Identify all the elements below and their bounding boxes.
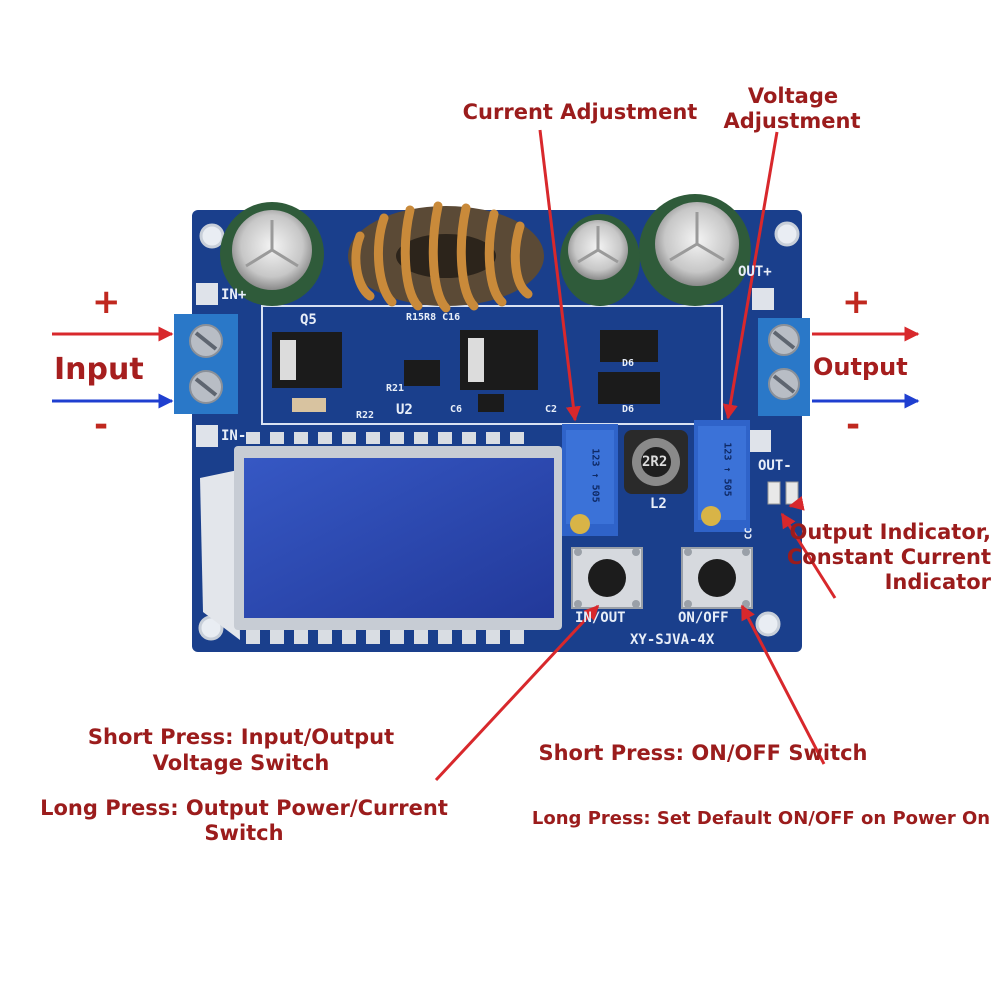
callout-arrows [434, 129, 837, 782]
capacitor-right [639, 194, 751, 306]
voltage-potentiometer [694, 420, 750, 532]
silk-r21: R21 [386, 383, 405, 394]
capacitor-left [220, 202, 324, 306]
capacitor-mid [560, 214, 640, 306]
silk-in-minus: IN- [221, 428, 247, 444]
label-left-short-press-line2: Voltage Switch [152, 751, 330, 775]
toroid-inductor [348, 201, 544, 313]
label-output: Output [813, 353, 908, 381]
io-arrows [52, 326, 920, 409]
silk-out-plus: OUT+ [738, 264, 772, 280]
label-indicator-line2: Constant Current [786, 545, 991, 569]
silk-r15-r8-c16: R15R8 C16 [406, 312, 461, 323]
lcd-display [234, 446, 562, 630]
power-mosfets [272, 330, 660, 412]
silk-model: XY-SJVA-4X [630, 632, 715, 648]
input-minus-sign: - [94, 405, 109, 445]
label-left-long-press-line2: Switch [204, 821, 284, 845]
output-plus-sign: + [842, 282, 871, 322]
silk-l2: L2 [650, 496, 667, 512]
inductor-l2 [624, 430, 688, 494]
input-plus-sign: + [92, 282, 121, 322]
lcd-pins-bottom [246, 630, 524, 644]
silk-button-in-out: IN/OUT [575, 610, 626, 626]
label-indicator-line3: Indicator [884, 570, 991, 594]
output-terminal-block [758, 318, 810, 416]
label-right-long-press: Long Press: Set Default ON/OFF on Power … [531, 808, 991, 829]
label-right-short-press: Short Press: ON/OFF Switch [538, 741, 868, 765]
input-terminal-block [174, 314, 238, 414]
silk-in-plus: IN+ [221, 287, 247, 303]
silk-q5: Q5 [300, 312, 317, 328]
silk-u2: U2 [396, 402, 413, 418]
silk-out-minus: OUT- [758, 458, 792, 474]
current-potentiometer [562, 424, 618, 536]
label-voltage-adjustment-line2: Adjustment [723, 109, 861, 133]
silk-d6-top: D6 [622, 358, 635, 369]
label-indicator-line1: Output Indicator, [789, 520, 992, 544]
label-left-long-press-line1: Long Press: Output Power/Current [40, 796, 448, 820]
silk-cc: CC [743, 527, 755, 540]
silk-d6-bottom: D6 [622, 404, 635, 415]
inductor-code: 2R2 [642, 454, 668, 470]
silk-button-on-off: ON/OFF [678, 610, 729, 626]
in-out-button[interactable] [571, 547, 643, 609]
voltage-pot-code: 123 ↑ 505 [721, 442, 733, 497]
label-current-adjustment: Current Adjustment [462, 100, 698, 124]
label-left-short-press-line1: Short Press: Input/Output [87, 725, 395, 749]
output-minus-sign: - [846, 405, 861, 445]
current-pot-code: 123 ↑ 505 [589, 448, 601, 503]
lcd-pins-top [246, 432, 524, 444]
on-off-button[interactable] [681, 547, 753, 609]
silk-c6: C6 [450, 404, 463, 415]
label-voltage-adjustment-line1: Voltage [747, 84, 839, 108]
silk-c2: C2 [545, 404, 558, 415]
label-input: Input [54, 352, 144, 387]
silk-r22: R22 [356, 410, 375, 421]
